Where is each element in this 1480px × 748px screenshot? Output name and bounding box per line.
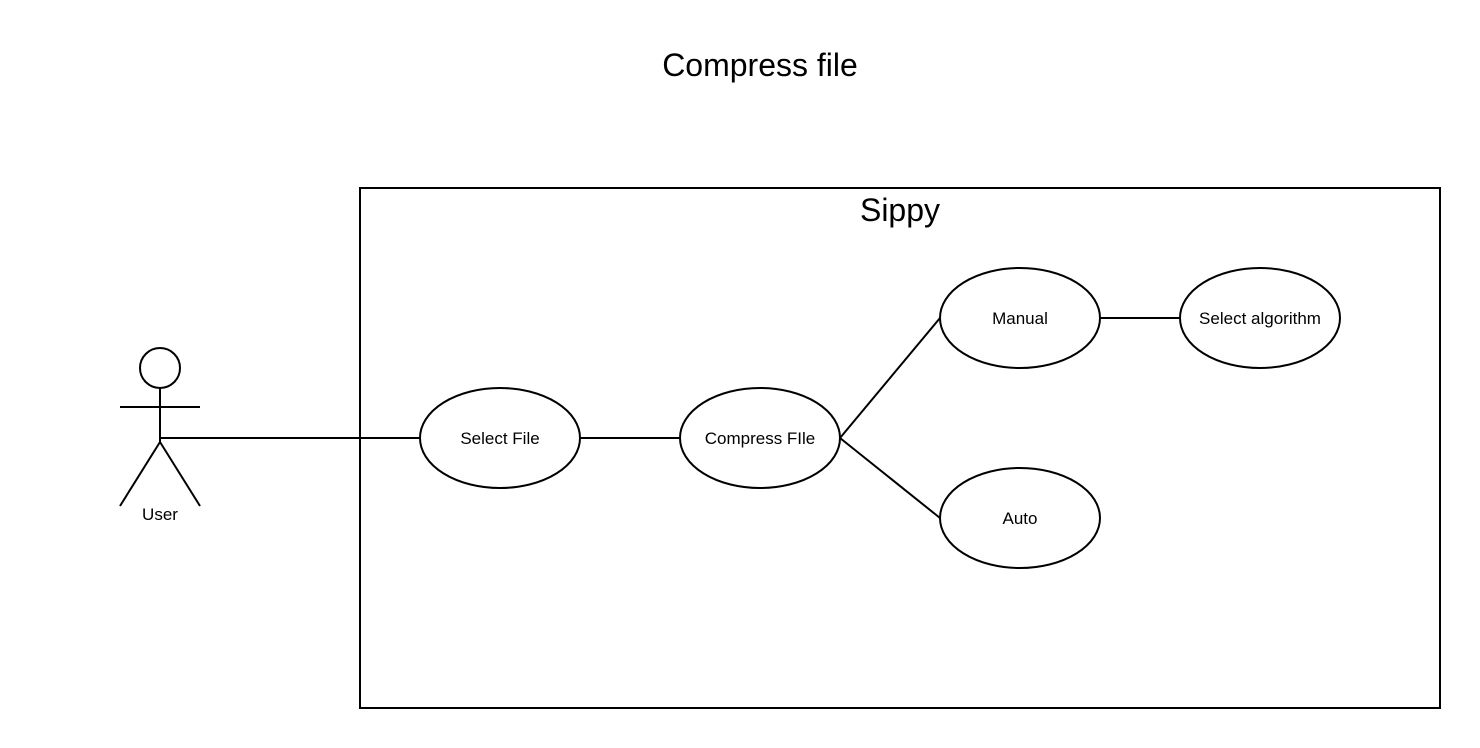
associations	[160, 317, 1180, 519]
use-case-compress-file: Compress FIle	[679, 387, 841, 489]
use-case-label: Select File	[460, 429, 539, 448]
use-case-shape	[419, 387, 581, 489]
actor-label: User	[142, 505, 178, 524]
use-case-shape	[939, 267, 1101, 369]
system-name: Sippy	[860, 192, 940, 228]
system-boundary-box	[359, 187, 1441, 709]
use-case-label: Compress FIle	[705, 429, 816, 448]
use-case-auto: Auto	[939, 467, 1101, 569]
use-case-select-algorithm: Select algorithm	[1179, 267, 1341, 369]
use-case-label: Manual	[992, 309, 1048, 328]
system-boundary: Sippy	[359, 187, 1441, 709]
use-case-shape	[1179, 267, 1341, 369]
use-case-label: Auto	[1003, 509, 1038, 528]
use-case-label: Select algorithm	[1199, 309, 1321, 328]
actor-head	[139, 347, 181, 389]
association-compress-file-manual	[839, 317, 941, 439]
use-case-shape	[939, 467, 1101, 569]
use-case-shape	[679, 387, 841, 489]
diagram-title: Compress file	[662, 47, 858, 83]
association-compress-file-auto	[839, 437, 941, 519]
actor-right-leg	[159, 441, 201, 507]
use-case-select-file: Select File	[419, 387, 581, 489]
actor-left-leg	[119, 441, 161, 507]
actor-user: User	[119, 347, 201, 524]
use-case-manual: Manual	[939, 267, 1101, 369]
